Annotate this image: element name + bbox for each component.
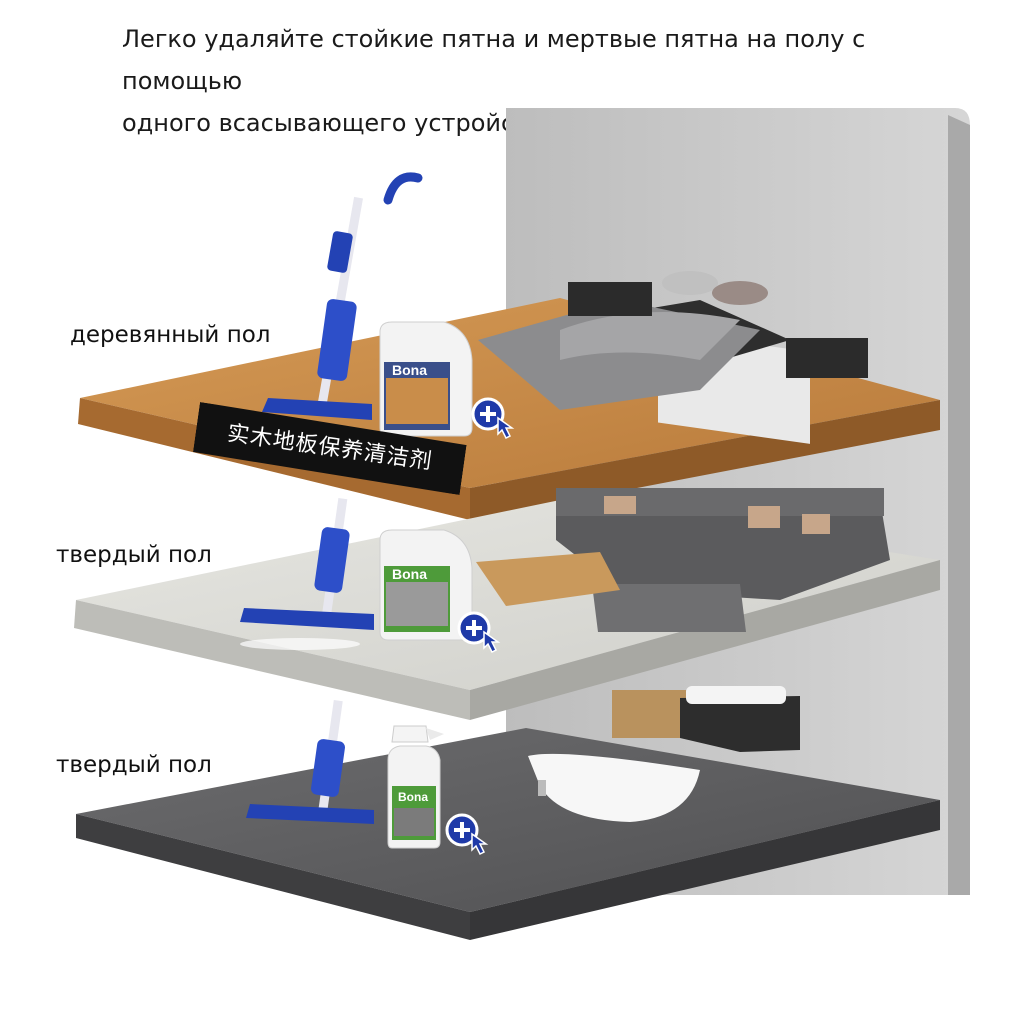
label-hard-floor-2: твердый пол (56, 752, 212, 778)
brand-logo-hard-2: Bona (398, 790, 428, 804)
mop-bottom (246, 699, 374, 824)
vanity-cabinet (612, 690, 686, 738)
label-hard-floor-1: твердый пол (56, 542, 212, 568)
mop-top (262, 172, 423, 420)
dark-floor-layer (76, 686, 940, 940)
plus-cursor-icon (471, 397, 515, 440)
ottoman (592, 584, 746, 632)
wall-side-shadow (948, 115, 970, 895)
plus-cursor-icon (445, 813, 489, 856)
bona-spray-hard-2 (387, 725, 444, 849)
nightstand-right (786, 338, 868, 378)
pillow-1 (662, 271, 718, 295)
bathtub (528, 753, 700, 822)
sink-counter (680, 696, 800, 752)
mop-middle (240, 498, 374, 650)
brand-logo-hard-1: Bona (392, 566, 427, 582)
coffee-table (476, 552, 620, 606)
bona-jug-wood (379, 321, 473, 437)
nightstand-left (568, 282, 652, 316)
label-wood-floor: деревянный пол (70, 322, 271, 348)
brand-logo-wood: Bona (392, 362, 427, 378)
bona-jug-hard-1 (379, 529, 473, 641)
plus-cursor-icon (457, 611, 501, 654)
pillow-2 (712, 281, 768, 305)
headline-line-1: Легко удаляйте стойкие пятна и мертвые п… (122, 25, 866, 95)
